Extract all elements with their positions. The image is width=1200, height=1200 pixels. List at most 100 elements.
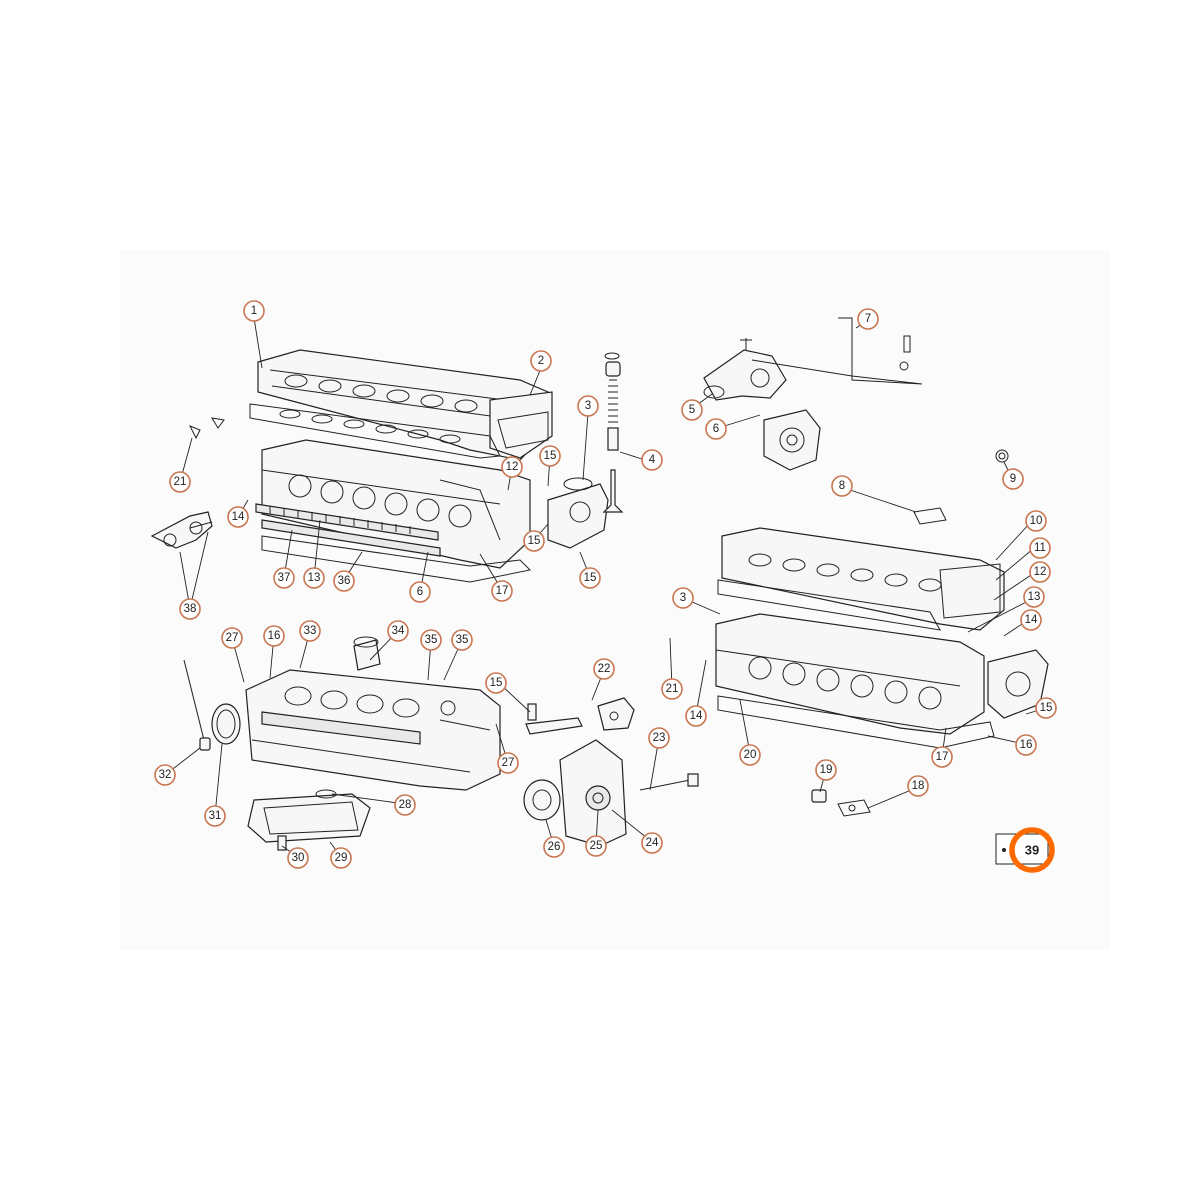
svg-text:15: 15	[490, 677, 503, 689]
callout-6-left: 6	[409, 581, 431, 603]
callout-26: 26	[543, 836, 565, 858]
svg-text:16: 16	[268, 630, 281, 642]
oil-pipe-bracket-left	[150, 511, 213, 549]
callout-31: 31	[204, 805, 226, 827]
svg-text:4: 4	[649, 454, 656, 466]
svg-text:38: 38	[184, 603, 197, 615]
callout-34: 34	[387, 620, 409, 642]
cylinder-head-upper-left	[261, 439, 531, 569]
svg-text:33: 33	[304, 625, 317, 637]
svg-text:3: 3	[680, 592, 686, 604]
svg-text:6: 6	[417, 586, 423, 598]
crankcase-block	[245, 669, 501, 791]
plug-9	[995, 449, 1009, 463]
svg-text:21: 21	[666, 683, 679, 695]
svg-text:35: 35	[425, 634, 438, 646]
callout-8: 8	[831, 475, 853, 497]
oil-pan-29	[247, 793, 371, 843]
svg-text:30: 30	[292, 852, 305, 864]
seal-ring-31	[211, 703, 241, 745]
svg-text:27: 27	[226, 632, 239, 644]
callout-3: 3	[577, 395, 599, 417]
callout-14-left: 14	[227, 506, 249, 528]
callout-14-right-lower: 14	[685, 705, 707, 727]
svg-text:14: 14	[1025, 614, 1038, 626]
svg-text:15: 15	[1040, 702, 1053, 714]
callout-15-d: 15	[1035, 697, 1057, 719]
callout-14-right-upper: 14	[1020, 609, 1042, 631]
callout-15-c: 15	[579, 567, 601, 589]
svg-text:9: 9	[1010, 473, 1016, 485]
callout-30: 30	[287, 847, 309, 869]
callout-20: 20	[739, 744, 761, 766]
svg-text:10: 10	[1030, 515, 1043, 527]
callout-25: 25	[585, 835, 607, 857]
cam-cover-right	[721, 527, 1005, 631]
callout-28: 28	[394, 794, 416, 816]
svg-text:32: 32	[159, 769, 172, 781]
callout-3-right: 3	[672, 587, 694, 609]
svg-text:37: 37	[278, 572, 291, 584]
callout-19: 19	[815, 759, 837, 781]
svg-text:39: 39	[1025, 843, 1039, 858]
callout-18: 18	[907, 775, 929, 797]
callout-23: 23	[648, 727, 670, 749]
svg-text:3: 3	[585, 400, 591, 412]
svg-text:25: 25	[590, 840, 603, 852]
svg-text:14: 14	[690, 710, 703, 722]
highlight-part-39: 39	[995, 827, 1055, 873]
cam-cover-upper-left	[257, 349, 553, 461]
callout-15-e: 15	[485, 672, 507, 694]
callout-27-left: 27	[221, 627, 243, 649]
callout-16-right: 16	[1015, 734, 1037, 756]
bolt-23	[639, 773, 699, 791]
callout-21-right: 21	[661, 678, 683, 700]
callout-15-a: 15	[539, 445, 561, 467]
head-gasket-right	[717, 695, 995, 749]
callout-11: 11	[1029, 537, 1051, 559]
svg-text:14: 14	[232, 511, 245, 523]
svg-text:1: 1	[251, 305, 257, 317]
callout-15-b: 15	[523, 530, 545, 552]
highlight-ring	[1009, 827, 1055, 873]
svg-text:29: 29	[335, 852, 348, 864]
svg-text:34: 34	[392, 625, 405, 637]
pulley-26	[523, 779, 561, 821]
water-pump	[763, 409, 821, 471]
svg-text:15: 15	[584, 572, 597, 584]
callout-17-left: 17	[491, 580, 513, 602]
dipstick-32	[183, 659, 211, 751]
callout-13-right: 13	[1023, 586, 1045, 608]
callout-38: 38	[179, 598, 201, 620]
callout-12-right: 12	[1029, 561, 1051, 583]
callout-21-left: 21	[169, 471, 191, 493]
intake-port-34	[353, 636, 381, 671]
svg-text:15: 15	[544, 450, 557, 462]
svg-text:6: 6	[713, 423, 719, 435]
cam-cover-gasket-upper-left	[249, 403, 549, 459]
svg-text:24: 24	[646, 837, 659, 849]
svg-text:11: 11	[1034, 542, 1046, 554]
thermostat-housing	[703, 338, 787, 401]
callout-36: 36	[333, 570, 355, 592]
svg-text:36: 36	[338, 575, 351, 587]
callout-13-left: 13	[303, 567, 325, 589]
svg-text:13: 13	[1028, 591, 1041, 603]
svg-text:7: 7	[865, 313, 871, 325]
callout-29: 29	[330, 847, 352, 869]
callout-32: 32	[154, 764, 176, 786]
pump-head-22	[597, 697, 635, 731]
svg-text:20: 20	[744, 749, 757, 761]
svg-text:19: 19	[820, 764, 833, 776]
callout-6: 6	[705, 418, 727, 440]
svg-text:22: 22	[598, 663, 611, 675]
callout-4: 4	[641, 449, 663, 471]
drain-bolt-30	[277, 835, 287, 851]
callout-35-b: 35	[451, 629, 473, 651]
callout-22: 22	[593, 658, 615, 680]
callouts: 1 2 3 4 5 6 7 8 9 10 11 12 12 13 13 14 1…	[154, 300, 1057, 869]
callout-10: 10	[1025, 510, 1047, 532]
valve-spring-stack	[602, 352, 624, 513]
svg-text:5: 5	[689, 404, 695, 416]
svg-text:17: 17	[936, 751, 949, 763]
